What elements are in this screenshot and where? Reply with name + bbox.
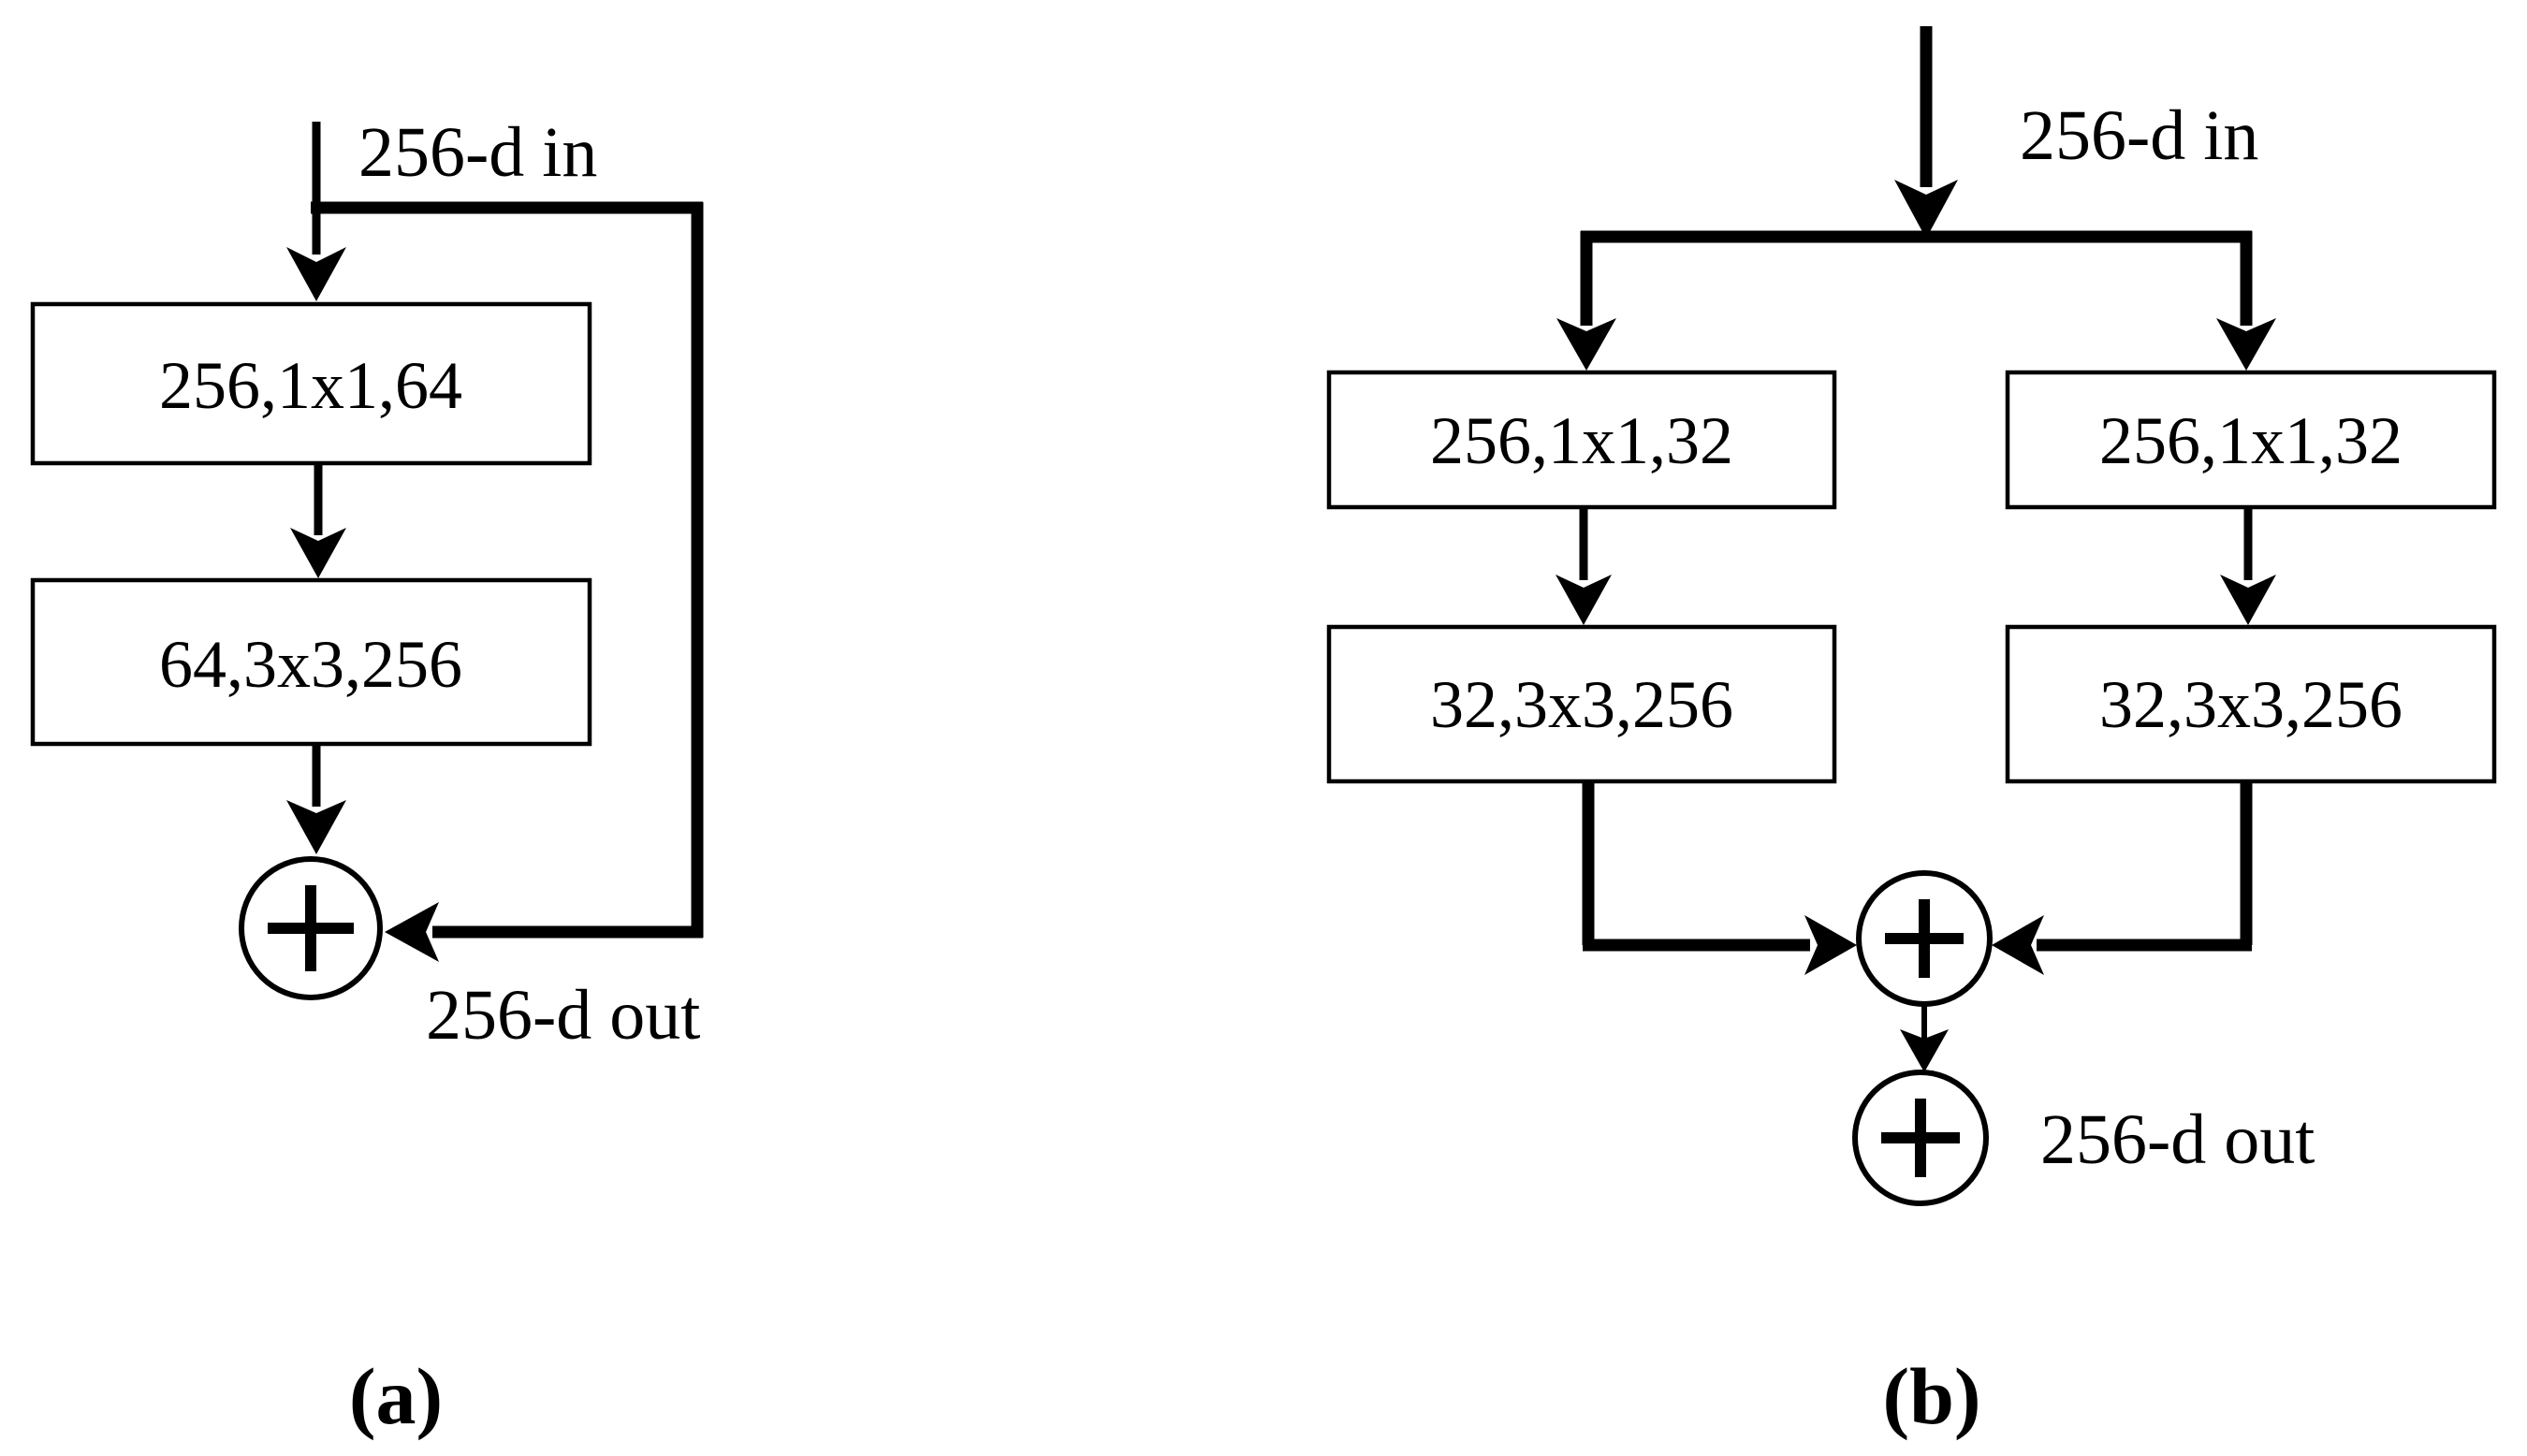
panel-b-left-conv-block-2 [1326,624,1837,784]
panel-b-right-conv-block-2 [2005,624,2497,784]
panel-a-conv-block-2 [30,577,592,747]
panel-a-input-arrowhead-icon [286,247,346,301]
panel-a-conv-block-1-label: 256,1x1,64 [159,348,462,423]
panel-b-left-conv-block-1 [1326,370,1837,510]
panel-a-skip-arrowhead-icon [385,902,439,962]
panel-b-left-arrow-head-icon [1556,575,1612,625]
panel-b-caption: (b) [1882,1351,1980,1441]
panel-a-plus-icon [268,885,354,971]
panel-b-left-exit-arrowhead-icon [1804,915,1857,975]
panel-b-input-arrowhead-icon [1894,180,1958,239]
panel-b-right-conv-block-2-label: 32,3x3,256 [2099,667,2403,742]
panel-b-right-exit-arrowhead-icon [1992,915,2044,975]
panel-b-left-branch-arrowhead-icon [1556,318,1616,371]
panel-a: 256-d in 256,1x1,64 64,3x3,256 [30,113,704,1441]
panel-b-adder-1-plus-icon [1885,899,1964,978]
panel-a-arrow-1-head-icon [290,528,346,578]
panel-a-arrow-2-head-icon [286,800,346,854]
panel-b-adder-2-plus-icon [1881,1099,1960,1177]
panel-b-right-conv-block-1-label: 256,1x1,32 [2099,403,2403,478]
panel-b-left-conv-block-1-label: 256,1x1,32 [1430,403,1733,478]
panel-b-right-conv-block-1 [2005,370,2497,510]
panel-a-caption: (a) [349,1351,443,1441]
panel-a-conv-block-1 [30,301,592,466]
panel-b-right-arrow-head-icon [2220,575,2276,625]
panel-a-output-label: 256-d out [426,976,700,1055]
panel-b: 256-d in 256,1x1,32 256,1x1,32 32,3x3,25… [1326,26,2497,1441]
panel-b-input-label: 256-d in [2020,96,2258,175]
panel-b-left-conv-block-2-label: 32,3x3,256 [1430,667,1733,742]
panel-a-conv-block-2-label: 64,3x3,256 [159,627,462,702]
panel-b-adder-link-head-icon [1900,1029,1949,1072]
panel-b-right-branch-arrowhead-icon [2216,318,2276,371]
panel-b-output-label: 256-d out [2040,1100,2315,1179]
panel-a-input-label: 256-d in [358,113,597,192]
